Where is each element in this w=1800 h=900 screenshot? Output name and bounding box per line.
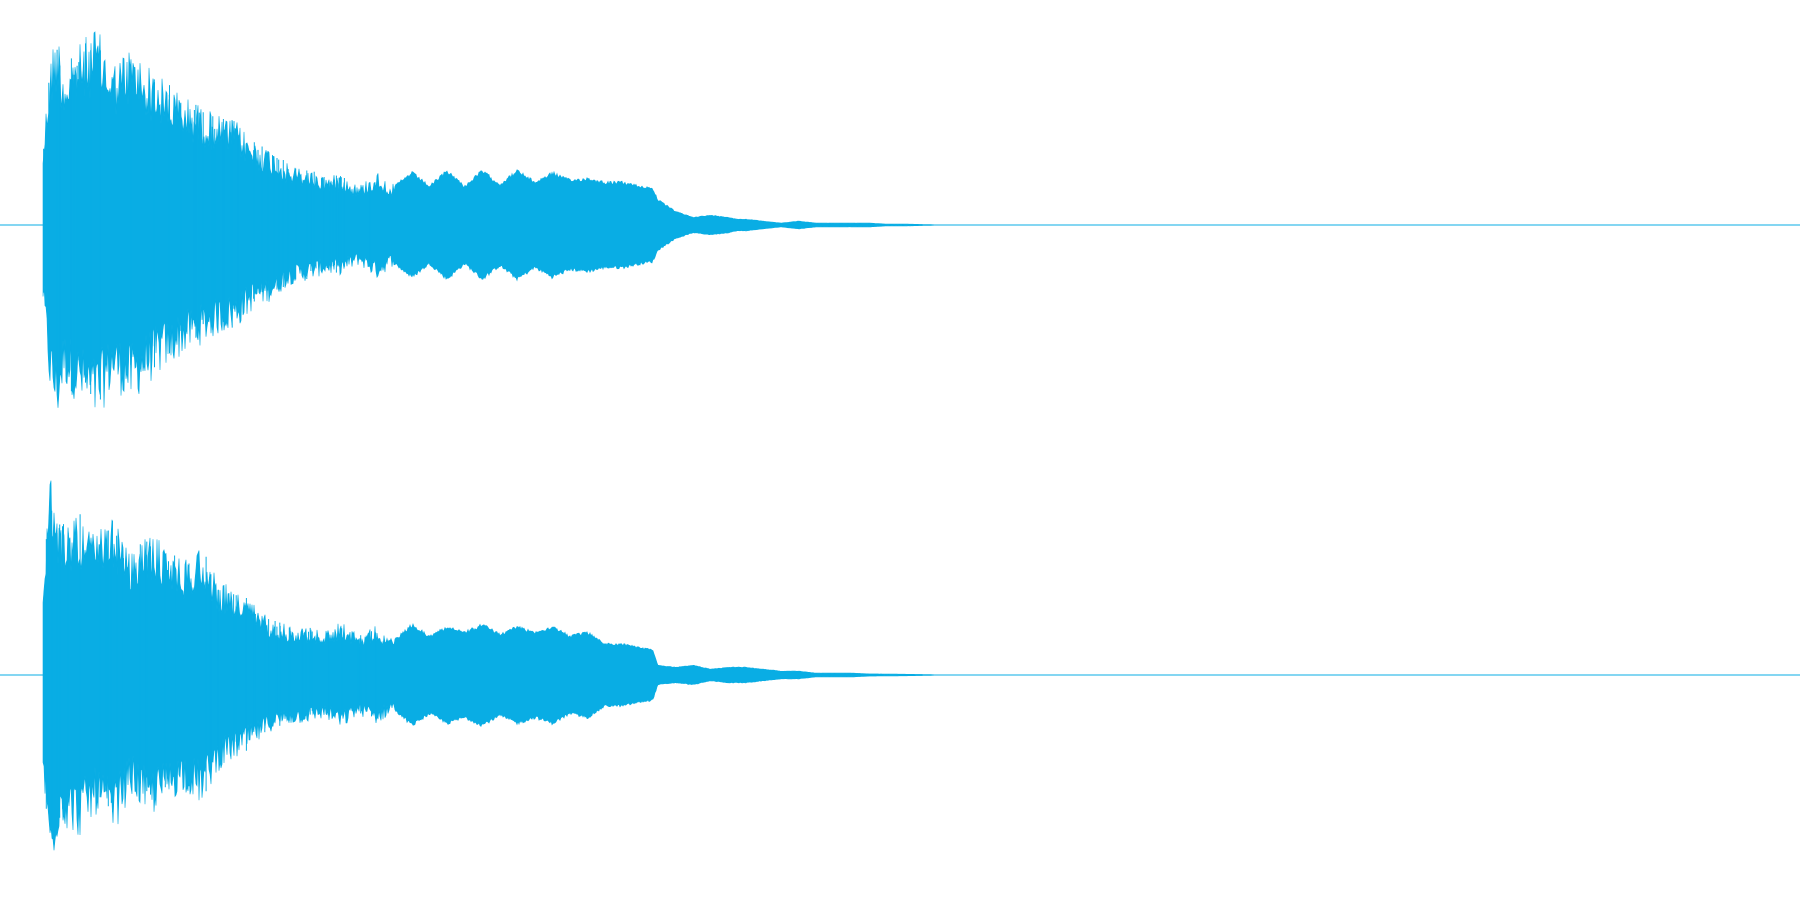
waveform-left (42, 31, 939, 408)
channel-left (0, 31, 1800, 408)
waveform-right (42, 480, 939, 851)
channel-right (0, 480, 1800, 851)
